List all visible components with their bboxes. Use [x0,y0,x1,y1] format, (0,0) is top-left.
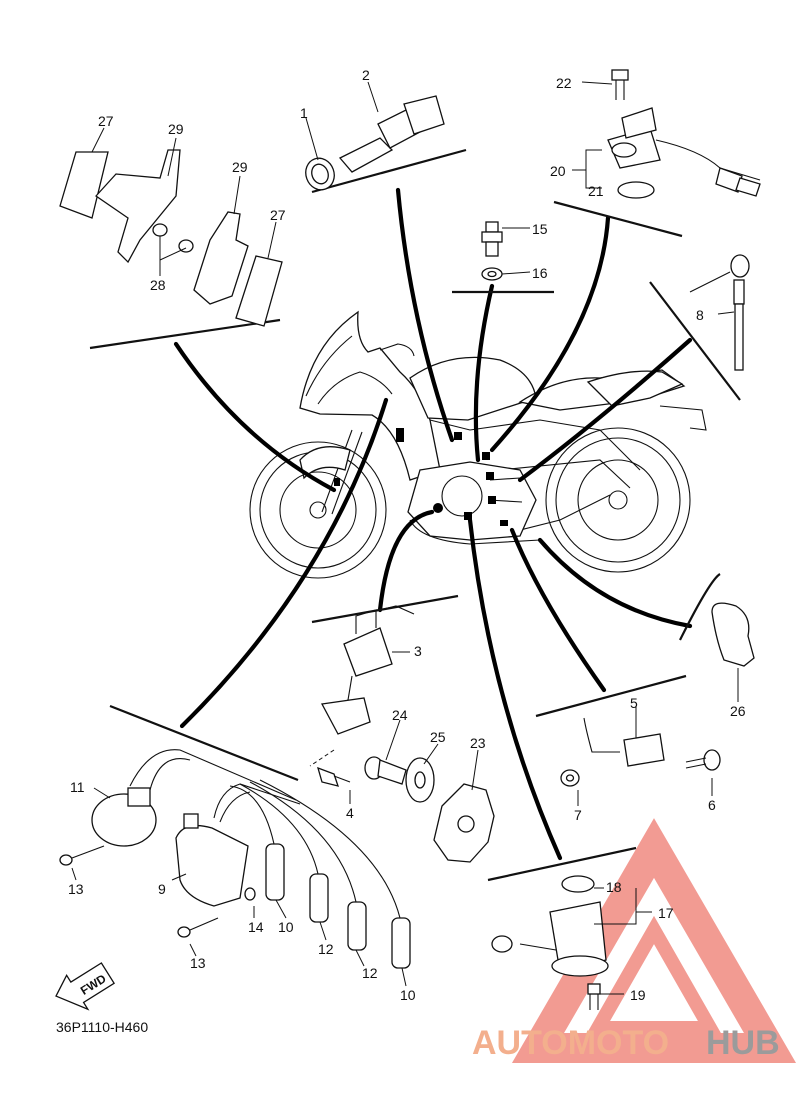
label-1: 1 [300,105,308,121]
callout-line-ignition [179,397,389,729]
label-4: 4 [346,805,354,821]
part-27-reflector-right [235,255,283,327]
label-25: 25 [430,729,446,745]
callout-line-3 [377,509,435,613]
part-29-bracket-left [95,149,181,264]
label-23: 23 [470,735,486,751]
part-number-labels: 1 2 3 4 5 6 7 8 9 10 10 11 12 12 13 13 1… [68,67,746,1003]
label-18: 18 [606,879,622,895]
callout-line-26 [537,537,693,629]
part-13-screw-a [59,845,105,866]
part-23-rotor [433,783,495,863]
part-15-valve [481,221,503,257]
part-10-plug-cap-a [265,843,285,901]
label-17: 17 [658,905,674,921]
callout-line-1-2 [395,187,455,443]
label-11: 11 [70,779,85,795]
part-18-oring [561,875,595,893]
part-1-seal-ring [305,157,335,191]
label-29b: 29 [232,159,248,175]
diagram-code: 36P1110-H460 [56,1019,148,1035]
part-6-bolt [685,749,721,771]
part-12-plug-cap-b [347,901,367,951]
label-10a: 10 [278,919,294,935]
label-21: 21 [588,183,604,199]
callout-lines [173,187,693,861]
label-7: 7 [574,807,582,823]
label-27b: 27 [270,207,286,223]
label-5: 5 [630,695,638,711]
watermark-text-dark: HUB [706,1024,780,1062]
label-22: 22 [556,75,572,91]
part-22-bolt [611,69,629,100]
part-9-ignition-coil [175,783,301,907]
label-6: 6 [708,797,716,813]
part-2-sensor [338,95,445,173]
part-16-washer [481,267,503,281]
forward-direction-badge: FWD [55,962,116,1011]
part-21-oring [617,181,655,199]
label-13b: 13 [190,955,206,971]
label-24: 24 [392,707,408,723]
part-7-nut [560,769,580,787]
watermark-inner-triangle [585,915,723,1035]
part-26-clamp [711,602,755,667]
part-8-sensor [689,254,750,371]
group-brackets [89,148,741,882]
part-17-sensor-assembly [491,901,609,977]
part-3-relay [320,605,415,735]
label-29a: 29 [168,121,184,137]
label-12b: 12 [362,965,378,981]
callout-line-8 [517,337,693,483]
label-26: 26 [730,703,746,719]
label-19: 19 [630,987,646,1003]
part-11-ignition-coil [91,749,297,847]
callout-line-5 [509,527,607,693]
label-8: 8 [696,307,704,323]
part-14-collar [244,887,256,901]
part-leader-lines [71,81,739,995]
part-13-screw-b [177,917,219,938]
label-13a: 13 [68,881,84,897]
part-5-sensor [583,717,665,767]
label-16: 16 [532,265,548,281]
part-19-bolt [587,983,601,1010]
label-20: 20 [550,163,566,179]
label-3: 3 [414,643,422,659]
part-12-plug-cap-a [309,873,329,923]
label-27a: 27 [98,113,114,129]
part-4-screw [317,766,351,787]
part-28-nuts [152,223,194,253]
callout-line-27-29 [173,341,337,493]
part-10-plug-cap-b [391,917,411,969]
callout-line-17-19 [467,517,563,861]
label-2: 2 [362,67,370,83]
watermark: AUTOMOTO HUB [472,818,797,1063]
label-10b: 10 [400,987,416,1003]
label-28: 28 [150,277,166,293]
part-20-position-sensor [607,107,761,197]
part-25-washer [405,757,435,803]
part-24-bolt [364,756,407,785]
label-9: 9 [158,881,166,897]
label-15: 15 [532,221,548,237]
watermark-text-accent: AUTOMOTO [472,1024,669,1062]
callout-line-15-16 [473,283,495,463]
label-12a: 12 [318,941,334,957]
plug-leads [229,779,401,919]
part-27-reflector-left [59,151,109,219]
callout-line-20-21 [489,215,611,453]
part-29-bracket-right [193,211,249,305]
label-14: 14 [248,919,264,935]
